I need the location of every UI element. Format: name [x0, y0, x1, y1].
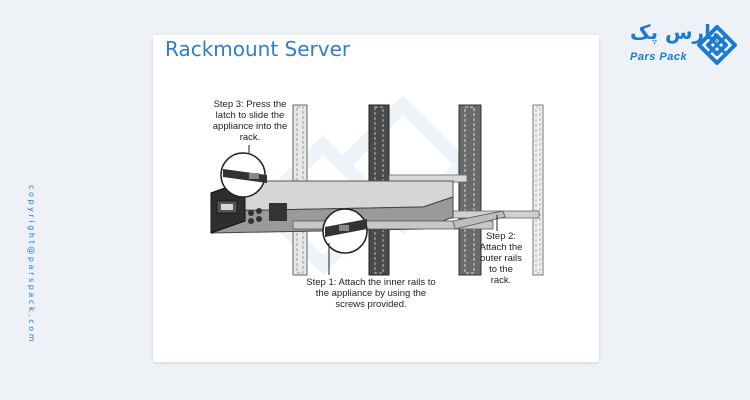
rack-installation-diagram [210, 95, 544, 276]
callout-step-3: Step 3: Press the latch to slide the app… [212, 99, 288, 143]
callout-step-2: Step 2: Attach the outer rails to the ra… [479, 231, 523, 286]
leader-lines [248, 145, 498, 275]
parspack-logo[interactable]: پارس پک Pars Pack [620, 18, 740, 78]
slide-card: Rackmount Server [153, 35, 599, 362]
rack-post-right-rear [532, 104, 544, 276]
inner-rail [292, 210, 506, 230]
diamond-knot-logo-icon [697, 25, 737, 65]
copyright-text: copyright@parspack.com [27, 185, 36, 345]
copyright-watermark: copyright@parspack.com [27, 185, 38, 360]
latch-magnifier-top [220, 152, 267, 198]
logo-english-name: Pars Pack [630, 51, 688, 63]
slide-title: Rackmount Server [165, 37, 351, 61]
callout-step-1: Step 1: Attach the inner rails to the ap… [306, 277, 436, 310]
rack-post-right-front [458, 104, 482, 276]
latch-magnifier-right [322, 208, 368, 254]
